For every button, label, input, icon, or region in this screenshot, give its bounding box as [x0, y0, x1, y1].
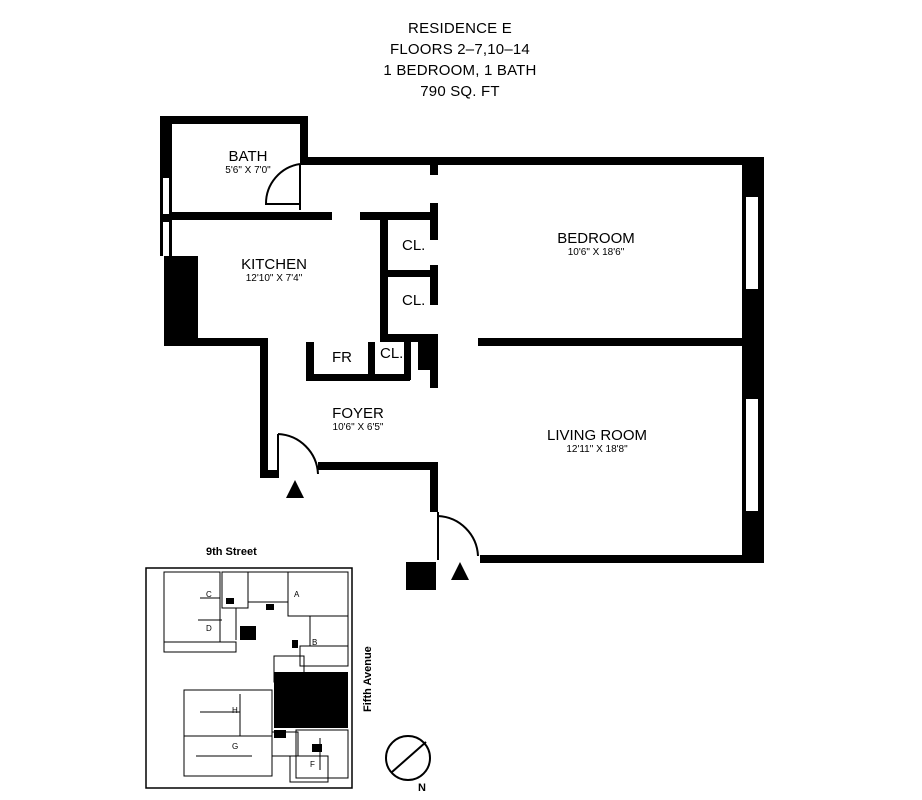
wall-top	[300, 157, 764, 165]
wall-cl-right	[404, 342, 411, 380]
wall-closet-bottom	[380, 334, 438, 342]
room-living-name: LIVING ROOM	[546, 427, 647, 444]
door-foyer-entry	[277, 433, 319, 478]
closet-label-1: CL.	[402, 237, 426, 254]
wall-fr-bottom	[306, 374, 410, 381]
key-unit-h: H	[232, 706, 238, 715]
wall-foyer-bottom-right	[318, 462, 438, 470]
key-plan-avenue: Fifth Avenue	[362, 646, 374, 712]
window-kitchen-frame-2	[169, 222, 172, 256]
window-bath-frame	[160, 178, 163, 218]
window-bedroom-frame	[742, 197, 746, 289]
wall-foyer-left	[260, 338, 268, 478]
key-unit-b: B	[312, 638, 318, 647]
title-layout: 1 BEDROOM, 1 BATH	[383, 62, 537, 79]
room-foyer-name: FOYER	[332, 405, 384, 422]
room-foyer: FOYER 10'6" X 6'5"	[320, 405, 396, 434]
key-unit-f: F	[310, 760, 315, 769]
entry-arrow-icon	[286, 480, 304, 498]
wall-hall-low	[430, 370, 438, 388]
room-bath: BATH 5'6" X 7'0"	[212, 148, 284, 177]
title-residence: RESIDENCE E	[408, 20, 512, 37]
key-plan	[145, 567, 353, 789]
north-label: N	[418, 782, 426, 794]
room-bedroom-name: BEDROOM	[557, 230, 635, 247]
room-bath-dims: 5'6" X 7'0"	[225, 165, 271, 176]
wall-closet-top	[360, 212, 438, 220]
room-living-dims: 12'11" X 18'8"	[566, 444, 628, 455]
key-unit-a: A	[294, 590, 300, 599]
window-bath-frame-2	[169, 178, 172, 218]
wall-closet-mid	[388, 270, 438, 277]
key-plan-street: 9th Street	[206, 546, 257, 558]
column-entry	[406, 562, 436, 590]
wall-kitchen-bottom	[164, 338, 268, 346]
fridge-label: FR	[332, 349, 352, 366]
wall-bath-top	[160, 116, 308, 124]
wall-fr-right	[368, 342, 375, 380]
room-kitchen: KITCHEN 12'10" X 7'4"	[222, 256, 326, 285]
title-floors: FLOORS 2–7,10–14	[390, 41, 530, 58]
door-living-entry	[437, 512, 479, 560]
key-plan-highlight	[274, 672, 348, 728]
wall-bath-bottom	[172, 212, 332, 220]
wall-foyer-bottom-left	[260, 470, 278, 478]
wall-bed-living	[478, 338, 764, 346]
column-center	[418, 342, 438, 370]
door-bath	[264, 163, 301, 210]
window-living-frame	[742, 399, 746, 511]
closet-label-2: CL.	[402, 292, 426, 309]
room-bath-name: BATH	[228, 148, 268, 165]
north-compass-icon	[385, 735, 431, 781]
wall-closet-left	[380, 212, 388, 342]
window-bedroom-frame-2	[758, 197, 764, 289]
column-kitchen	[164, 256, 198, 340]
wall-left-mid	[160, 214, 172, 222]
room-bedroom-dims: 10'6" X 18'6"	[567, 247, 625, 258]
wall-bath-left-solid	[160, 116, 172, 178]
wall-hall-vertical-3	[430, 265, 438, 305]
wall-bath-right	[300, 116, 308, 164]
room-foyer-dims: 10'6" X 6'5"	[332, 422, 384, 433]
title-area: 790 SQ. FT	[420, 83, 500, 100]
wall-right-top-solid	[742, 157, 764, 197]
key-unit-c: C	[206, 590, 212, 599]
room-bedroom: BEDROOM 10'6" X 18'6"	[544, 230, 648, 259]
wall-hall-vertical	[430, 165, 438, 175]
room-kitchen-dims: 12'10" X 7'4"	[245, 273, 303, 284]
wall-living-left	[430, 462, 438, 512]
window-living-frame-2	[758, 399, 764, 511]
key-plan-frame	[145, 567, 353, 789]
key-unit-g: G	[232, 742, 239, 751]
room-living: LIVING ROOM 12'11" X 18'8"	[536, 427, 658, 456]
wall-right-bottom-solid	[742, 511, 764, 563]
wall-fr-left	[306, 342, 314, 380]
wall-living-bottom	[480, 555, 764, 563]
wall-hall-vertical-2	[430, 203, 438, 240]
window-kitchen-frame	[160, 222, 163, 256]
closet-label-3: CL.	[380, 345, 404, 362]
room-kitchen-name: KITCHEN	[241, 256, 307, 273]
key-unit-d: D	[206, 624, 212, 633]
entry-arrow-icon	[451, 562, 469, 580]
